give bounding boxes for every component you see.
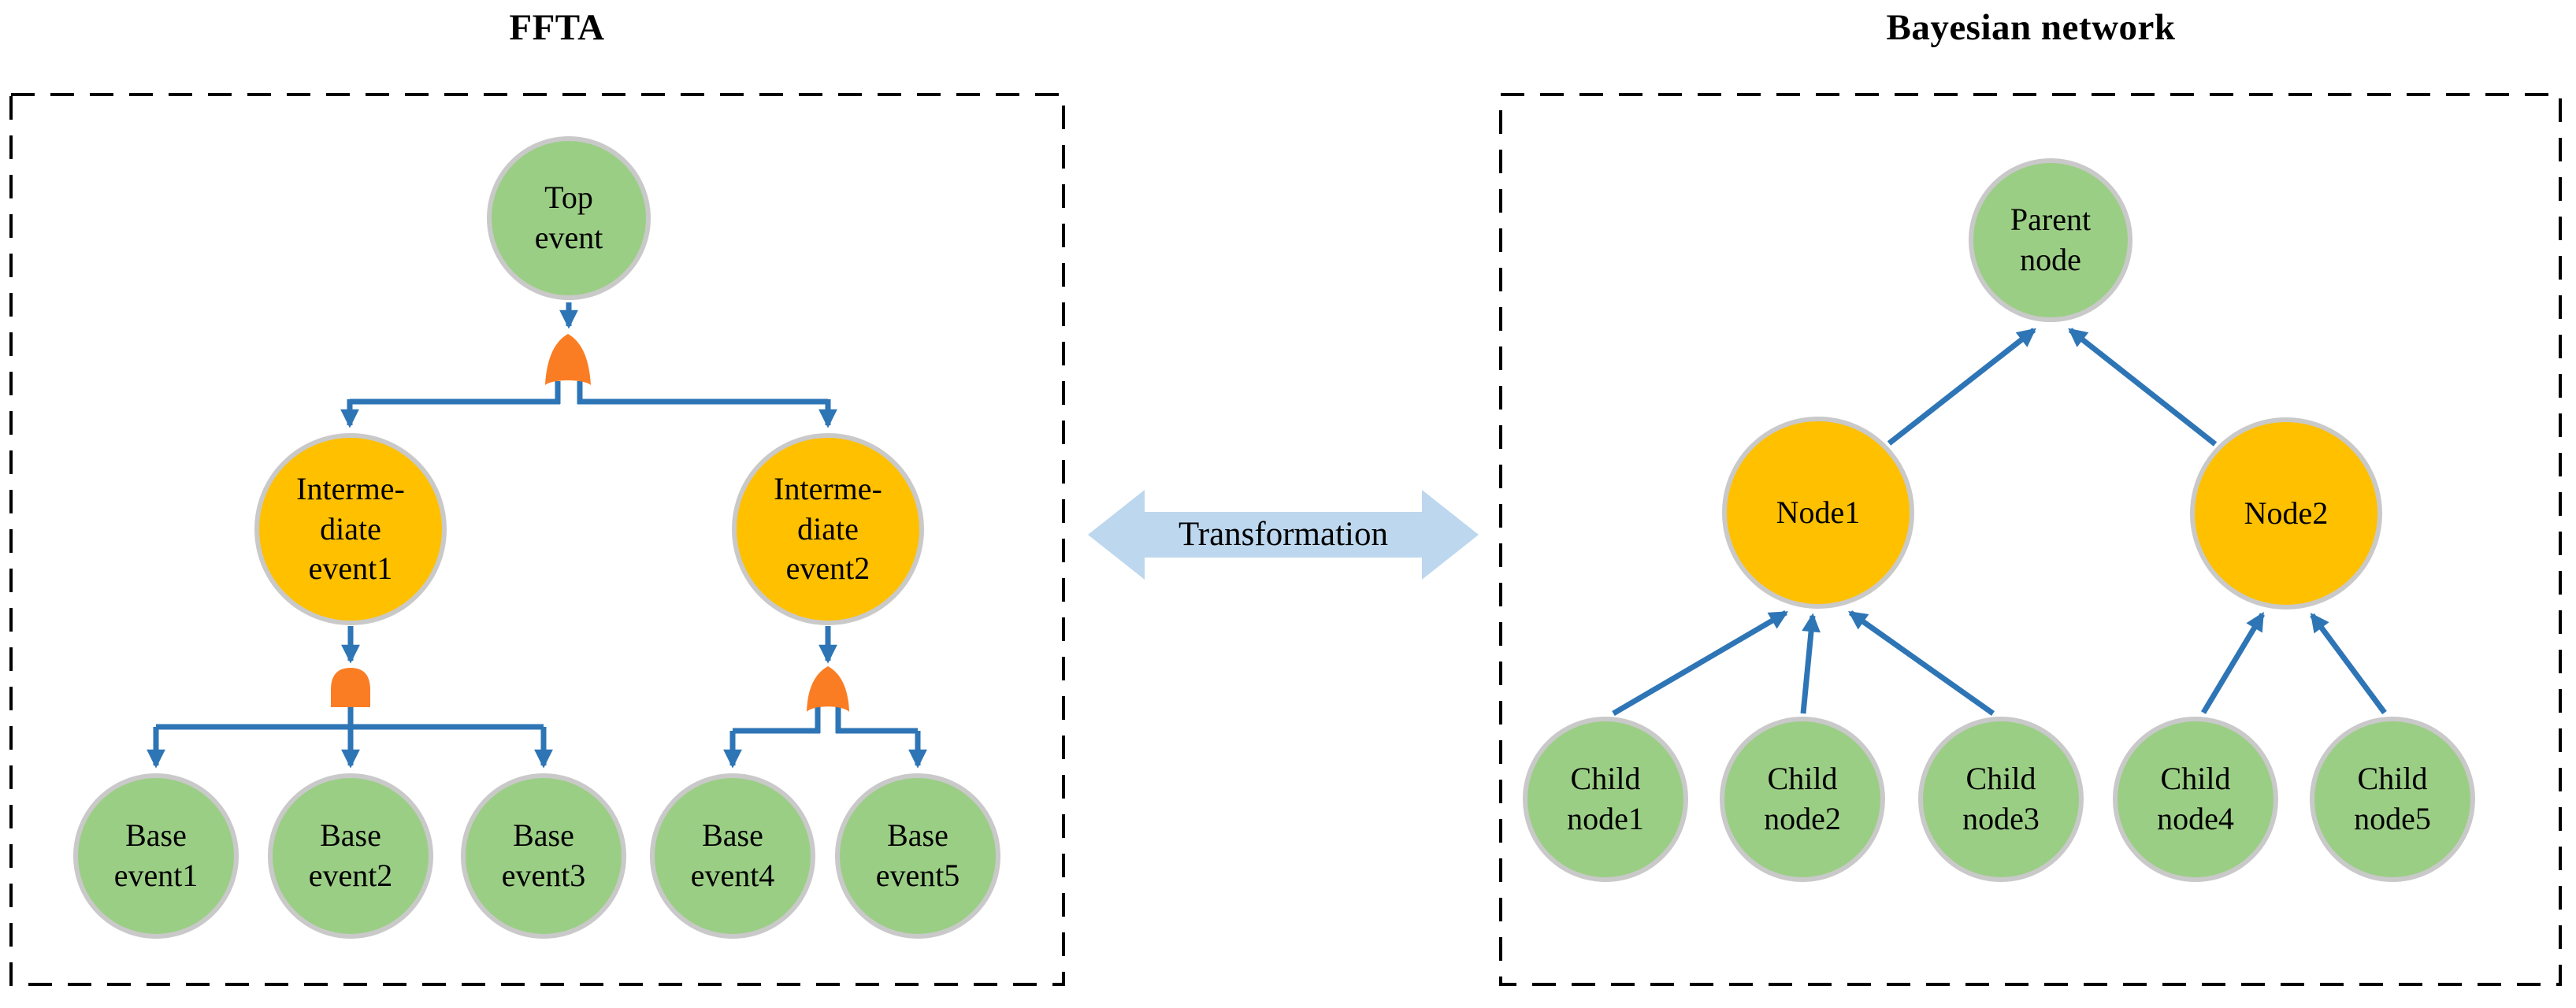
parent-label: Parent node (2010, 202, 2092, 277)
and-gate (331, 668, 370, 707)
base-1-label: Base event1 (113, 817, 199, 893)
node-base-2: Base event2 (268, 773, 433, 939)
bayesian-connectors (1612, 328, 2387, 717)
connector-child2-to-node1 (1800, 613, 1821, 714)
node-intermediate-2: Interme- diate event2 (732, 433, 924, 625)
child-3-label: Child node3 (1962, 761, 2040, 836)
intermediate-1-label: Interme- diate event1 (296, 470, 405, 587)
connector-node2-to-parent (2068, 328, 2218, 447)
node-1: Node1 (1722, 417, 1914, 609)
node-child-1: Child node1 (1523, 717, 1688, 882)
node-intermediate-1: Interme- diate event1 (254, 433, 447, 625)
connector-child5-to-node2 (2310, 613, 2387, 715)
node-2: Node2 (2190, 417, 2382, 610)
node-base-1: Base event1 (73, 773, 239, 939)
node-base-3: Base event3 (461, 773, 626, 939)
transformation-arrow (1088, 490, 1479, 580)
connector-child3-to-node1 (1848, 610, 1995, 716)
child-2-label: Child node2 (1764, 761, 1841, 836)
or-gate-2 (807, 666, 849, 712)
ffta-panel-border (9, 93, 1065, 986)
node-child-5: Child node5 (2310, 717, 2475, 882)
node-2-label: Node2 (2244, 495, 2329, 531)
child-4-label: Child node4 (2157, 761, 2234, 836)
top-event-label: Top event (534, 180, 603, 255)
node-child-2: Child node2 (1720, 717, 1885, 882)
base-2-label: Base event2 (308, 817, 393, 893)
base-3-label: Base event3 (501, 817, 586, 893)
node-top-event: Top event (487, 136, 651, 300)
intermediate-2-label: Interme- diate event2 (774, 470, 882, 587)
transformation-label: Transformation (1179, 516, 1388, 553)
node-base-5: Base event5 (835, 773, 1000, 939)
child-5-label: Child node5 (2354, 761, 2431, 836)
base-5-label: Base event5 (875, 817, 960, 893)
node-base-4: Base event4 (650, 773, 815, 939)
node-1-label: Node1 (1776, 494, 1861, 530)
node-child-4: Child node4 (2113, 717, 2278, 882)
or-gate-1 (545, 334, 591, 385)
connector-child1-to-node1 (1612, 610, 1789, 717)
node-parent: Parent node (1969, 158, 2132, 322)
base-4-label: Base event4 (690, 817, 775, 893)
bayesian-title: Bayesian network (1886, 7, 2176, 48)
node-child-3: Child node3 (1918, 717, 2084, 882)
ffta-connectors (147, 302, 927, 769)
bayesian-panel-border (1499, 93, 2562, 986)
ffta-title: FFTA (509, 7, 605, 48)
child-1-label: Child node1 (1567, 761, 1644, 836)
connector-node1-to-parent (1887, 328, 2036, 446)
connector-child4-to-node2 (2200, 611, 2266, 714)
